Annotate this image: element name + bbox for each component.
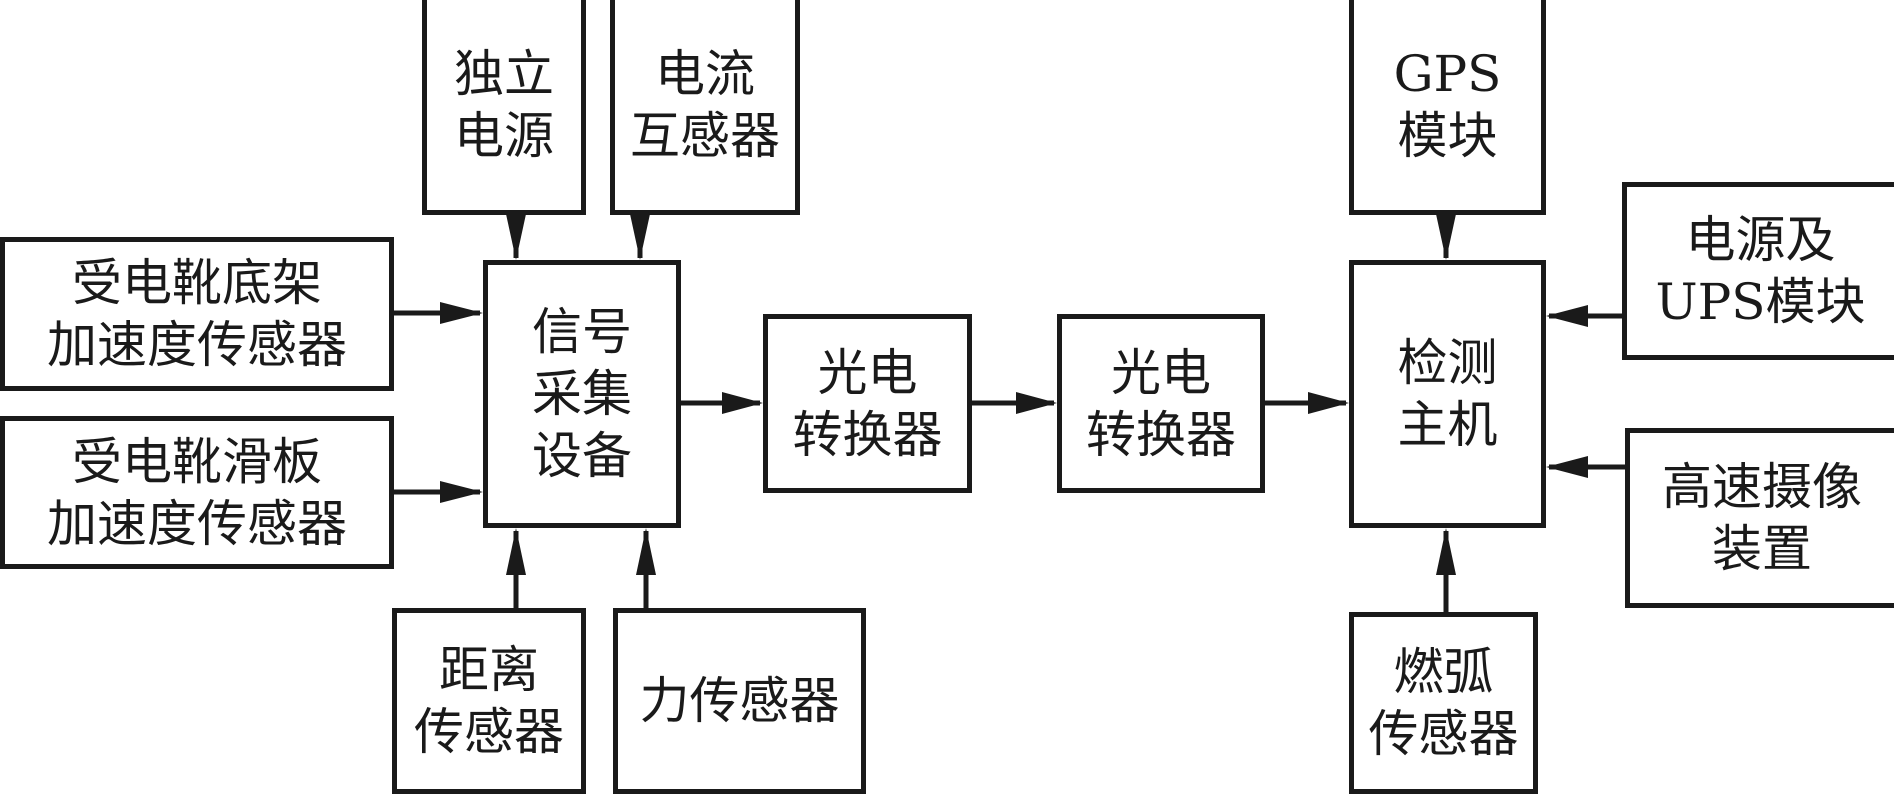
node-label: 检测 主机 [1397, 334, 1498, 454]
node-label: 信号 采集 设备 [532, 303, 632, 485]
node-shoe-slider-accelerometer: 受电靴滑板 加速度传感器 [0, 416, 394, 569]
node-label: 力传感器 [639, 672, 840, 730]
node-high-speed-camera: 高速摄像 装置 [1625, 428, 1894, 608]
node-optical-converter-2: 光电 转换器 [1057, 314, 1265, 493]
arrowhead [440, 302, 483, 324]
node-label: 电源及 UPS模块 [1655, 211, 1866, 331]
node-independent-power: 独立 电源 [422, 0, 586, 215]
node-label: 距离 传感器 [414, 641, 564, 761]
node-force-sensor: 力传感器 [613, 608, 866, 794]
node-label: 电流 互感器 [630, 45, 780, 165]
node-distance-sensor: 距离 传感器 [392, 608, 586, 794]
arrowhead [506, 214, 526, 260]
node-power-ups: 电源及 UPS模块 [1622, 182, 1894, 360]
arrowhead [1308, 392, 1349, 414]
node-shoe-frame-accelerometer: 受电靴底架 加速度传感器 [0, 237, 394, 391]
node-label: 受电靴底架 加速度传感器 [47, 254, 347, 374]
node-label: GPS 模块 [1393, 45, 1502, 165]
arrowhead [636, 528, 656, 575]
arrowheads [440, 214, 1588, 575]
node-current-transformer: 电流 互感器 [610, 0, 800, 215]
node-arc-sensor: 燃弧 传感器 [1349, 612, 1538, 794]
node-gps-module: GPS 模块 [1349, 0, 1546, 215]
node-label: 受电靴滑板 加速度传感器 [47, 432, 347, 553]
arrowhead [1436, 214, 1456, 260]
node-label: 燃弧 传感器 [1368, 643, 1519, 763]
node-signal-acquisition: 信号 采集 设备 [483, 260, 681, 528]
arrowhead [1546, 305, 1588, 327]
arrowhead [630, 214, 650, 260]
node-label: 光电 转换器 [1086, 343, 1236, 464]
arrowhead [722, 392, 763, 414]
node-label: 高速摄像 装置 [1662, 458, 1862, 578]
node-label: 光电 转换器 [792, 343, 943, 464]
node-optical-converter-1: 光电 转换器 [763, 314, 972, 493]
node-label: 独立 电源 [454, 45, 554, 165]
node-detection-host: 检测 主机 [1349, 260, 1546, 528]
arrowhead [506, 528, 526, 575]
arrowhead [1016, 392, 1057, 414]
arrowhead [1436, 528, 1456, 575]
arrowhead [440, 481, 483, 503]
arrowhead [1546, 456, 1588, 478]
